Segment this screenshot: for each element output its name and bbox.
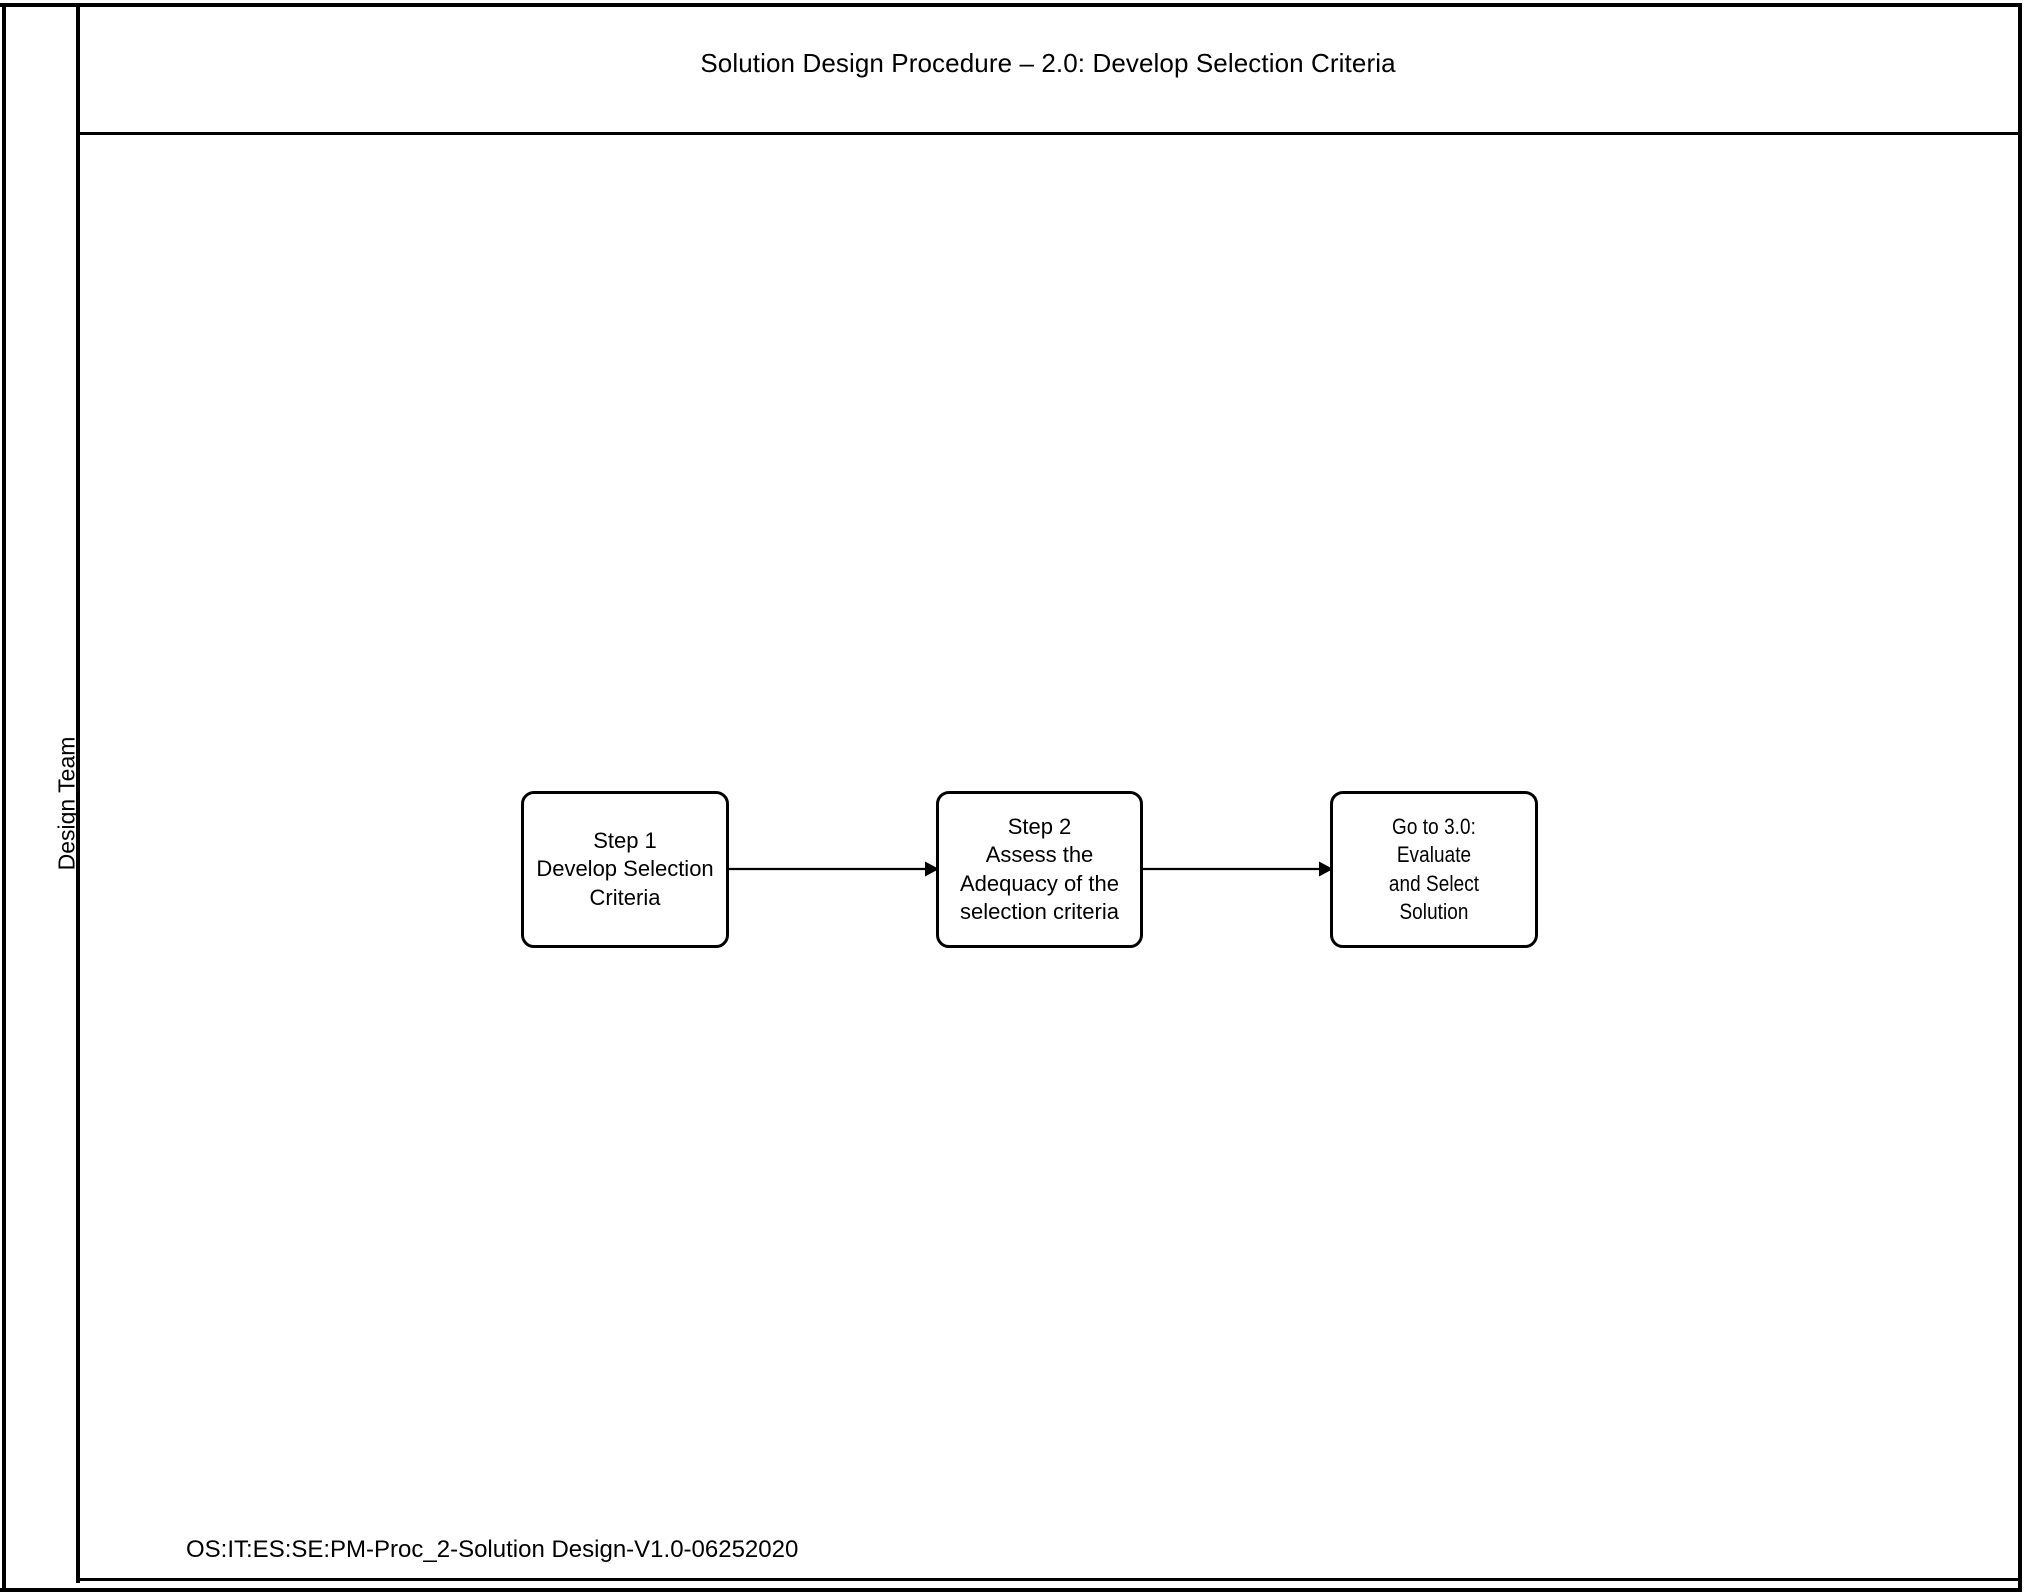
pool-left-gutter-border	[2, 3, 6, 1590]
arrowhead-icon	[925, 861, 939, 877]
connector-step-2-to-goto-30	[1143, 861, 1333, 877]
arrowhead-icon	[1319, 861, 1333, 877]
footer-separator-rule	[76, 1578, 2020, 1581]
process-node-step-2-label: Step 2 Assess the Adequacy of the select…	[959, 814, 1119, 924]
swimlane-label-design-team: Design Team	[53, 736, 80, 871]
page-frame-bottom-border	[0, 1588, 2022, 1592]
page-frame-top-border	[0, 3, 2022, 7]
process-node-goto-3-0-label: Go to 3.0: Evaluate and Select Solution	[1388, 814, 1480, 924]
process-node-step-2[interactable]: Step 2 Assess the Adequacy of the select…	[936, 791, 1143, 948]
process-node-step-1[interactable]: Step 1 Develop Selection Criteria	[521, 791, 729, 948]
connector-step-1-to-step-2	[729, 861, 939, 877]
process-node-step-1-label: Step 1 Develop Selection Criteria	[536, 828, 714, 910]
process-node-goto-3-0[interactable]: Go to 3.0: Evaluate and Select Solution	[1330, 791, 1538, 948]
page-frame-right-border	[2018, 3, 2022, 1590]
lane-divider-line	[76, 3, 80, 1583]
page-title: Solution Design Procedure – 2.0: Develop…	[700, 48, 1396, 78]
header-separator-rule	[76, 132, 2020, 135]
footer-document-code: OS:IT:ES:SE:PM-Proc_2-Solution Design-V1…	[186, 1536, 799, 1563]
